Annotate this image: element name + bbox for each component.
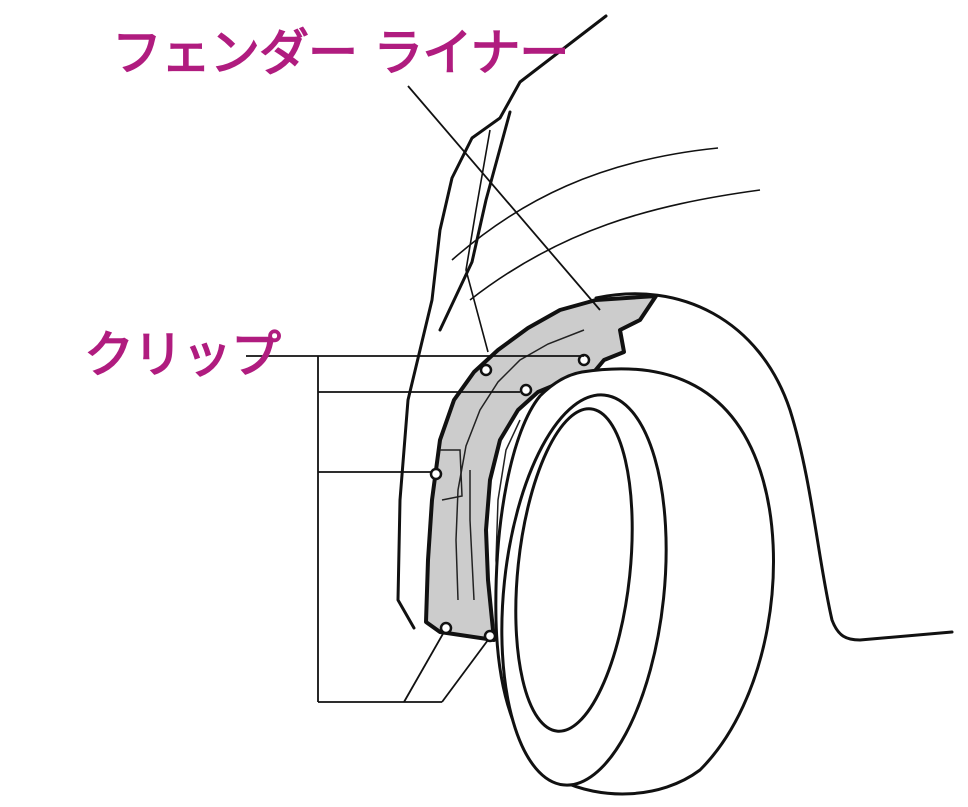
liner-rib-3 xyxy=(469,470,475,601)
fender-liner-shape xyxy=(424,294,658,642)
liner-rib-4 xyxy=(440,449,463,501)
body-contour-lines xyxy=(451,129,761,353)
clip-hole-icon xyxy=(439,621,453,635)
fender-arch-outer xyxy=(594,292,954,642)
tire xyxy=(494,367,775,796)
leader-clip-5 xyxy=(403,631,445,703)
leader-fender-liner xyxy=(407,85,601,311)
liner-rib-1 xyxy=(455,329,585,601)
contour-line-lower xyxy=(469,189,761,301)
leader-clip-6 xyxy=(441,639,489,703)
clip-hole-icon xyxy=(429,467,443,481)
pillar-front-line xyxy=(396,14,608,630)
clips xyxy=(429,353,591,643)
contour-line-pillar xyxy=(465,129,491,353)
clip-hole-icon xyxy=(483,629,497,643)
clip-hole-icon xyxy=(577,353,591,367)
leader-lines xyxy=(246,85,601,703)
fender-liner xyxy=(424,294,658,642)
fender-liner-label: フェンダー ライナー xyxy=(112,24,569,82)
car-body-outline xyxy=(396,14,954,642)
clip-hole-icon xyxy=(479,363,493,377)
tire-sidewall-inner xyxy=(514,407,634,733)
pillar-inner-line xyxy=(438,110,512,332)
contour-line-upper xyxy=(451,147,719,261)
clip-hole-icon xyxy=(519,383,533,397)
clip-label: クリップ xyxy=(84,326,281,384)
